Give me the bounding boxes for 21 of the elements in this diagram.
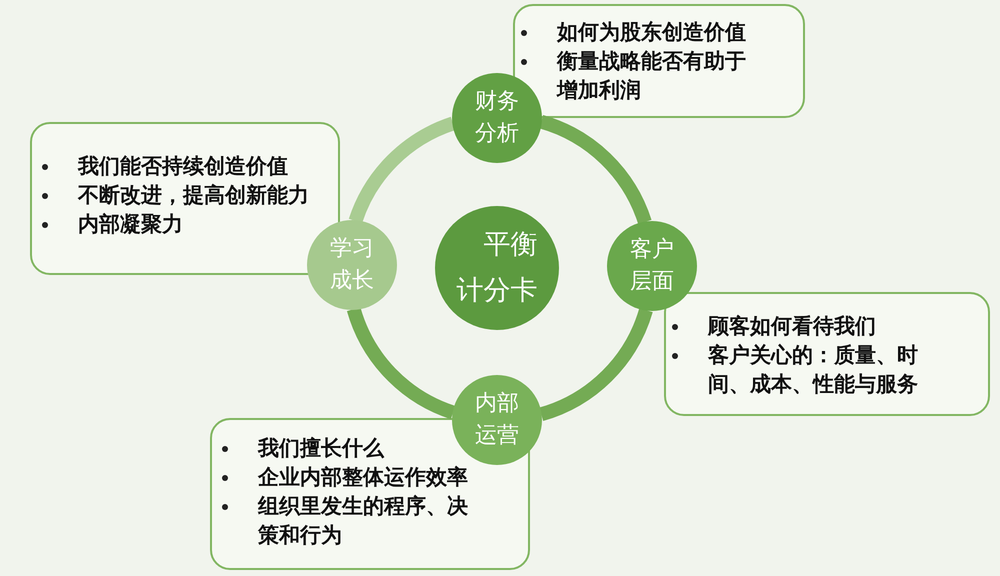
circle-label: 内部运营 [475,390,519,450]
bullet-text: 内部凝聚力 [78,211,184,238]
bullet-text: 企业内部整体运作效率 [258,464,469,491]
bullet-text: 如何为股东创造价值 [557,19,747,46]
bullet-text: 我们擅长什么 [258,435,386,462]
ring-arc [348,116,456,224]
circle-label: 学习成长 [330,235,374,295]
ring-arc [347,306,456,420]
bullet-text: 不断改进，提高创新能力 [78,182,310,209]
text-card [210,418,530,570]
ring-arc [538,308,653,421]
bullet-text: 客户关心的：质量、时间、成本、性能与服务 [708,342,919,398]
bullet-text: 我们能否持续创造价值 [78,153,289,180]
bullet-text: 组织里发生的程序、决策和行为 [258,493,469,549]
circle-label: 平衡计分卡 [456,228,538,308]
bullet-text: 顾客如何看待我们 [708,313,877,340]
text-card [664,292,990,416]
bullet-text: 衡量战略能否有助于增加利润 [557,48,747,104]
circle-label: 客户层面 [630,236,674,296]
ring-arc [538,115,652,224]
circle-label: 财务分析 [475,88,519,148]
